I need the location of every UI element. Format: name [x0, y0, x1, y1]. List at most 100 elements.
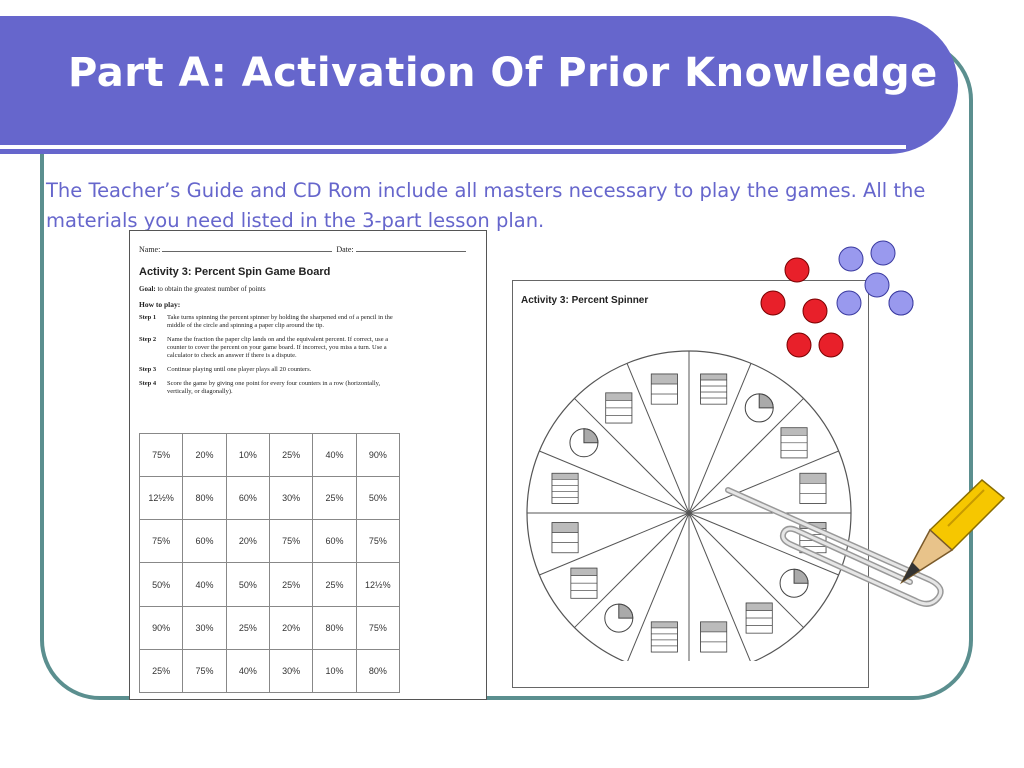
grid-cell: 60% [225, 476, 270, 521]
counter-icon [802, 298, 828, 324]
spinner-divider [688, 363, 752, 514]
grid-cell: 30% [182, 605, 227, 650]
grid-cell: 75% [355, 519, 401, 564]
grid-cell: 80% [355, 648, 401, 694]
grid-cell: 75% [138, 432, 184, 478]
grid-cell: 25% [268, 562, 314, 607]
grid-cell: 25% [225, 605, 270, 650]
name-line [162, 251, 333, 252]
paper-clip-icon [725, 487, 944, 607]
title-band: Part A: Activation Of Prior Knowledge [0, 16, 958, 154]
counter-icon [784, 257, 810, 283]
fraction-model [650, 621, 678, 653]
grid-cell: 12½% [355, 562, 401, 607]
fraction-model [650, 373, 678, 405]
game-board-worksheet: Name: Date: Activity 3: Percent Spin Gam… [129, 230, 487, 700]
grid-cell: 75% [138, 519, 184, 564]
fraction-model [780, 427, 808, 459]
spinner-divider [539, 450, 690, 514]
grid-cell: 40% [312, 432, 357, 478]
grid-cell: 75% [182, 648, 227, 694]
step-label: Step 1 [139, 314, 157, 321]
title-underline [0, 145, 906, 149]
spinner-divider [688, 512, 804, 628]
counter-icon [838, 246, 864, 272]
grid-row: 75%60%20%75%60%75% [138, 519, 401, 564]
percent-grid: 75%20%10%25%40%90%12½%80%60%30%25%50%75%… [138, 432, 401, 694]
step-item: Step 1 Take turns spinning the percent sp… [139, 314, 399, 330]
step-label: Step 3 [139, 366, 157, 373]
grid-row: 12½%80%60%30%25%50% [138, 476, 401, 521]
grid-cell: 40% [182, 562, 227, 607]
grid-cell: 25% [312, 476, 357, 521]
spinner-divider [627, 512, 690, 661]
counter-icon [864, 272, 890, 298]
fraction-model [799, 472, 827, 504]
step-label: Step 4 [139, 380, 157, 387]
grid-cell: 60% [182, 519, 227, 564]
grid-row: 50%40%50%25%25%12½% [138, 562, 401, 607]
step-item: Step 2 Name the fraction the paper clip l… [139, 336, 399, 360]
fraction-model [551, 522, 579, 554]
grid-cell: 60% [312, 519, 357, 564]
grid-cell: 90% [138, 605, 184, 650]
fraction-model [745, 602, 773, 634]
spinner-divider [688, 450, 839, 514]
how-to-play-heading: How to play: [139, 300, 181, 309]
spinner-divider [574, 398, 690, 514]
grid-cell: 12½% [138, 476, 184, 521]
goal-label: Goal: [139, 285, 156, 293]
intro-text: The Teacher’s Guide and CD Rom include a… [46, 179, 926, 232]
spinner-title: Activity 3: Percent Spinner [521, 295, 649, 306]
step-label: Step 2 [139, 336, 157, 343]
spinner-divider [688, 398, 804, 514]
grid-cell: 75% [268, 519, 314, 564]
counter-icon [760, 290, 786, 316]
fraction-model [700, 621, 728, 653]
counter-icon [786, 332, 812, 358]
grid-cell: 20% [268, 605, 314, 650]
grid-cell: 40% [225, 648, 270, 694]
fraction-model [779, 568, 809, 598]
grid-cell: 50% [355, 476, 401, 521]
grid-cell: 10% [225, 432, 270, 478]
spinner-divider [688, 512, 751, 661]
counter-icon [836, 290, 862, 316]
counter-icon [818, 332, 844, 358]
spinner-divider [574, 512, 690, 628]
counter-icon [888, 290, 914, 316]
fraction-model [569, 428, 599, 458]
steps-list: Step 1 Take turns spinning the percent sp… [139, 314, 399, 402]
counter-icon [870, 240, 896, 266]
grid-cell: 80% [182, 476, 227, 521]
grid-row: 90%30%25%20%80%75% [138, 605, 401, 650]
grid-cell: 25% [138, 648, 184, 694]
pencil-icon [899, 478, 1006, 585]
fraction-model [604, 603, 634, 633]
spinner-divider [688, 512, 839, 576]
fraction-model [744, 393, 774, 423]
grid-cell: 10% [312, 648, 357, 694]
worksheet-title: Activity 3: Percent Spin Game Board [139, 266, 331, 278]
grid-cell: 20% [182, 432, 227, 478]
grid-cell: 80% [312, 605, 357, 650]
step-text: Name the fraction the paper clip lands o… [167, 336, 389, 359]
grid-row: 25%75%40%30%10%80% [138, 648, 401, 694]
slide-title: Part A: Activation Of Prior Knowledge [68, 50, 938, 96]
fraction-model [700, 373, 728, 405]
grid-cell: 25% [268, 432, 314, 478]
worksheet-header: Name: Date: [139, 245, 477, 254]
step-text: Take turns spinning the percent spinner … [167, 314, 393, 329]
spinner-divider [626, 363, 690, 514]
grid-cell: 50% [138, 562, 184, 607]
grid-cell: 50% [225, 562, 270, 607]
step-text: Continue playing until one player plays … [167, 366, 312, 373]
date-line [355, 251, 466, 252]
grid-cell: 30% [268, 648, 314, 694]
grid-cell: 90% [355, 432, 401, 478]
counters-group [760, 240, 914, 358]
fraction-model [605, 392, 633, 424]
date-label: Date: [336, 245, 354, 254]
percent-spinner-wheel [526, 350, 852, 661]
grid-cell: 30% [268, 476, 314, 521]
